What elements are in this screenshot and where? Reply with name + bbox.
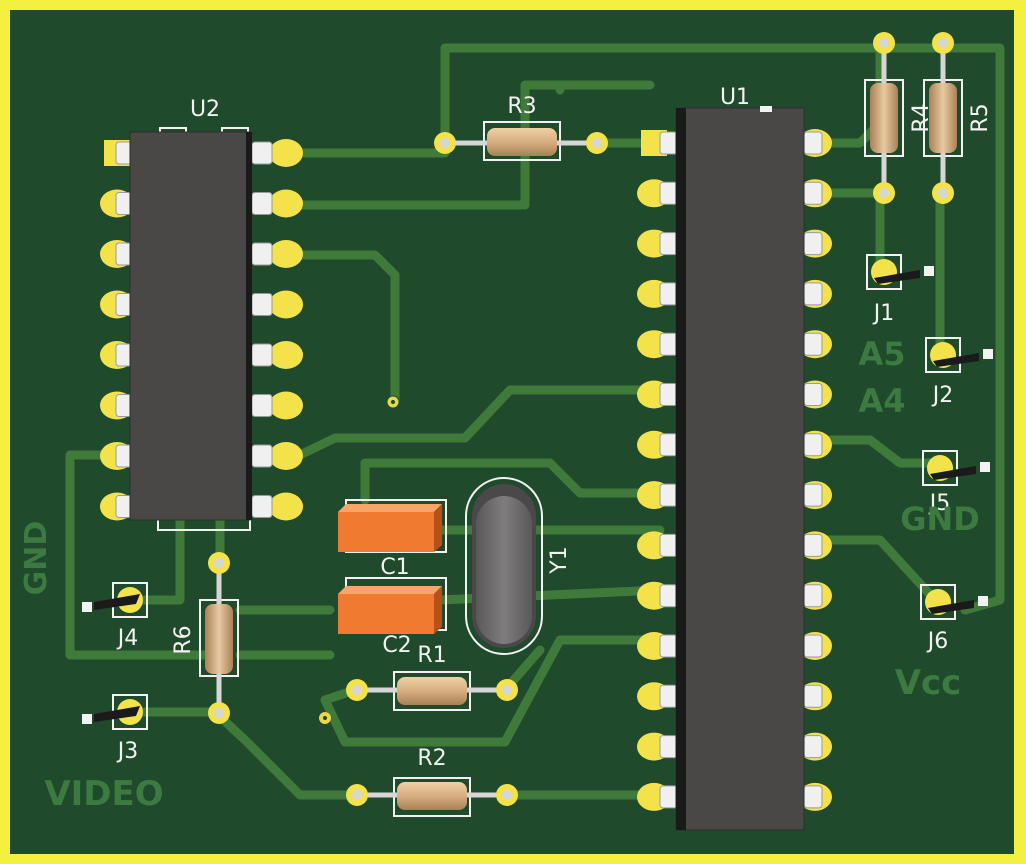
label-r6: R6 — [171, 625, 196, 654]
label-u1: U1 — [720, 85, 750, 110]
jumper-j5[interactable]: J5 — [922, 450, 990, 516]
label-j1: J1 — [872, 301, 895, 326]
pad-u2-right — [269, 189, 303, 218]
label-r3: R3 — [507, 94, 536, 119]
label-r5: R5 — [968, 103, 993, 132]
jumper-j3[interactable]: J3 — [82, 694, 148, 764]
resistor-r4: R4 — [864, 32, 934, 204]
trace-r6-r2 — [210, 707, 360, 800]
pad-u2-right — [269, 391, 303, 420]
crystal-y1: Y1 — [465, 477, 572, 655]
label-j3: J3 — [116, 739, 139, 764]
pad-u2-right — [269, 492, 303, 521]
trace-u1-j6 — [810, 535, 940, 605]
label-c2: C2 — [382, 633, 411, 658]
label-c1: C1 — [380, 555, 409, 580]
pad-u2-right — [269, 240, 303, 268]
ic-u1: U1 — [637, 85, 832, 831]
resistor-r5: R5 — [923, 32, 993, 204]
silk-vcc: Vcc — [895, 663, 962, 703]
trace-r1-u1 — [320, 635, 665, 747]
label-j5: J5 — [928, 491, 951, 516]
silk-gnd-left: GND — [19, 521, 54, 596]
silk-gnd-right: GND — [900, 500, 980, 538]
resistor-r6: R6 — [171, 552, 239, 724]
label-r2: R2 — [417, 746, 446, 771]
ic-body-u2 — [129, 131, 251, 521]
trace-u2-pin3 — [295, 250, 400, 405]
jumper-j6[interactable]: J6 — [920, 584, 988, 654]
ic-u2: U2 — [100, 97, 303, 531]
label-u2: U2 — [190, 97, 220, 122]
jumper-j4[interactable]: J4 — [82, 582, 148, 651]
trace-top-loop — [440, 43, 1005, 615]
trace-c1-u1 — [360, 458, 665, 505]
pad-u2-right — [269, 341, 303, 369]
capacitor-c1: C1 — [338, 499, 447, 580]
label-y1: Y1 — [547, 546, 572, 574]
capacitor-c2: C2 — [338, 577, 447, 658]
silk-a5: A5 — [858, 335, 905, 373]
label-j6: J6 — [926, 629, 949, 654]
pad-u2-right — [269, 290, 303, 319]
via-hole — [391, 400, 395, 404]
jumper-j1[interactable]: J1 — [866, 254, 934, 326]
resistor-r2: R2 — [346, 746, 518, 817]
label-r1: R1 — [417, 643, 446, 668]
label-j2: J2 — [931, 383, 954, 408]
resistor-r1: R1 — [346, 643, 518, 711]
jumper-j2[interactable]: J2 — [925, 337, 993, 408]
silk-video: VIDEO — [44, 774, 163, 814]
silk-a4: A4 — [858, 382, 905, 420]
resistor-r3: R3 — [434, 94, 608, 161]
ic-body-u1 — [675, 107, 805, 831]
trace-gnd-left — [65, 450, 220, 660]
copper-traces — [65, 43, 1005, 800]
trace-u2-u1 — [295, 385, 665, 460]
via-hole — [323, 716, 327, 720]
pad-u2-right — [269, 442, 303, 470]
label-j4: J4 — [116, 626, 139, 651]
trace-u1-j5 — [810, 435, 945, 468]
pad-u2-right — [269, 139, 303, 167]
